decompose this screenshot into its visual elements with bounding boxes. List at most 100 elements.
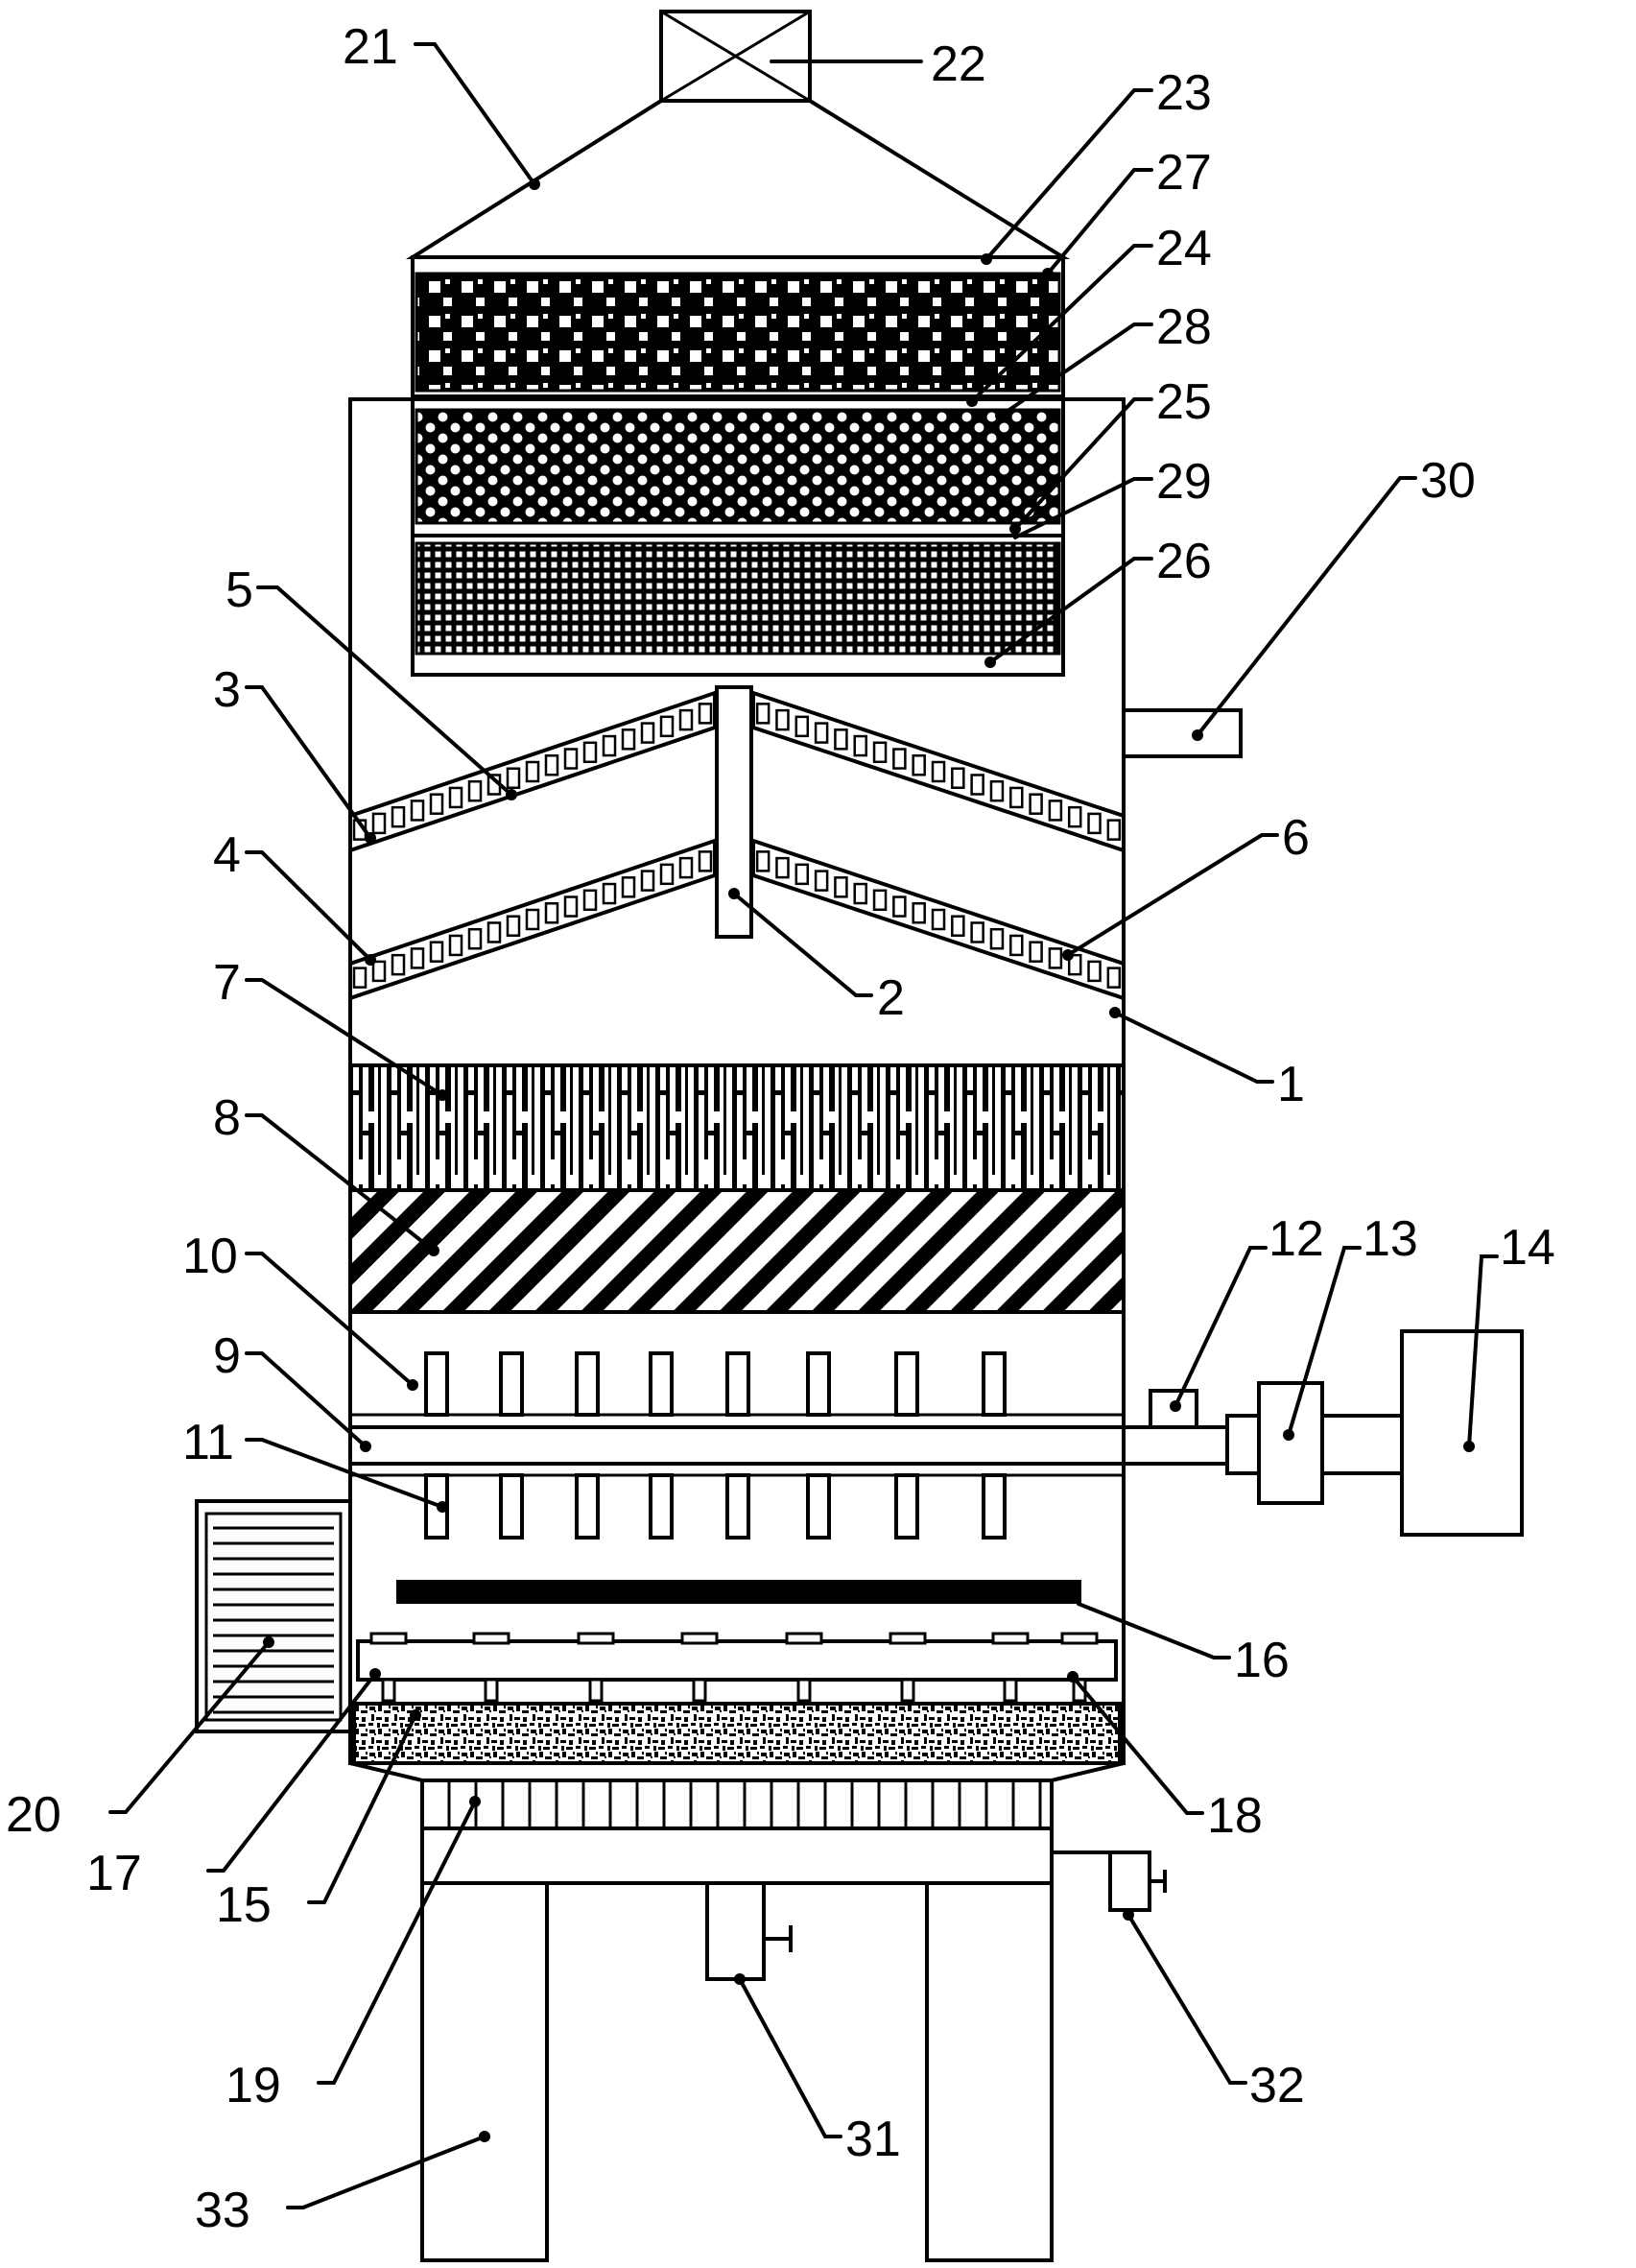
plate-hole bbox=[563, 748, 579, 770]
label-31: 31 bbox=[845, 2112, 901, 2167]
heating-plate bbox=[396, 1580, 1081, 1604]
nozzle-cap bbox=[369, 1632, 408, 1645]
stirrer-blade bbox=[499, 1351, 524, 1417]
nozzle-cap bbox=[1060, 1632, 1099, 1645]
support-beam bbox=[420, 1826, 1054, 1885]
plate-hole bbox=[814, 870, 829, 892]
shaft-extension bbox=[1225, 1414, 1261, 1475]
nozzle-stem bbox=[1003, 1678, 1018, 1703]
label-13: 13 bbox=[1363, 1211, 1418, 1267]
plate-hole bbox=[525, 908, 540, 931]
label-2: 2 bbox=[877, 970, 905, 1026]
nozzle-stem bbox=[484, 1678, 499, 1703]
rotating-shaft bbox=[348, 1425, 1229, 1466]
plate-hole bbox=[602, 882, 617, 905]
plate-hole bbox=[775, 856, 790, 879]
label-10: 10 bbox=[182, 1229, 238, 1284]
nozzle-stem bbox=[900, 1678, 915, 1703]
plate-hole bbox=[698, 703, 713, 725]
plate-hole bbox=[872, 741, 888, 764]
support-leg-right bbox=[925, 1881, 1054, 2262]
plate-hole bbox=[1009, 786, 1024, 809]
stirrer-blade bbox=[424, 1351, 449, 1417]
plate-hole bbox=[621, 728, 636, 751]
plate-hole bbox=[951, 915, 965, 937]
support-leg-left bbox=[420, 1881, 549, 2262]
plate-hole bbox=[892, 748, 907, 770]
plate-hole bbox=[640, 870, 655, 892]
motor-box bbox=[1400, 1329, 1524, 1537]
plate-hole bbox=[582, 889, 598, 912]
plate-hole bbox=[371, 960, 387, 983]
leader-dots bbox=[263, 179, 1475, 2142]
plate-hole bbox=[892, 895, 907, 918]
nozzle-cap bbox=[785, 1632, 823, 1645]
plate-hole bbox=[775, 708, 790, 731]
plate-hole bbox=[698, 850, 713, 872]
stirrer-blade bbox=[725, 1351, 750, 1417]
plate-hole bbox=[582, 741, 598, 764]
plate-hole bbox=[794, 715, 810, 738]
bearing-block bbox=[1149, 1389, 1198, 1429]
plate-hole bbox=[814, 722, 829, 744]
plate-hole bbox=[410, 947, 425, 969]
spray-pipe bbox=[715, 685, 753, 939]
label-11: 11 bbox=[182, 1415, 234, 1470]
plate-hole bbox=[970, 921, 984, 943]
plate-hole bbox=[1106, 967, 1122, 989]
coupling-link bbox=[1320, 1414, 1404, 1475]
plate-hole bbox=[931, 908, 946, 931]
plate-hole bbox=[371, 812, 387, 835]
nozzle-bar bbox=[356, 1639, 1118, 1682]
nozzle-stem bbox=[588, 1678, 604, 1703]
plate-hole bbox=[912, 754, 926, 776]
plate-hole bbox=[1067, 805, 1082, 828]
conical-hood bbox=[406, 99, 1071, 259]
plate-hole bbox=[931, 760, 946, 783]
label-29: 29 bbox=[1156, 454, 1212, 510]
plate-hole bbox=[506, 767, 521, 789]
label-14: 14 bbox=[1500, 1220, 1555, 1276]
nozzle-cap bbox=[889, 1632, 927, 1645]
plate-hole bbox=[563, 895, 579, 918]
nozzle-cap bbox=[680, 1632, 719, 1645]
plate-hole bbox=[1106, 819, 1122, 841]
plate-hole bbox=[429, 941, 444, 963]
plate-hole bbox=[467, 927, 483, 950]
label-12: 12 bbox=[1268, 1211, 1324, 1267]
drain-valve-31 bbox=[705, 1883, 793, 1981]
label-27: 27 bbox=[1156, 145, 1212, 201]
stirrer-blade bbox=[725, 1473, 750, 1540]
plate-hole bbox=[1009, 934, 1024, 957]
nozzles bbox=[369, 1632, 1099, 1703]
outlet-pipe bbox=[1122, 708, 1243, 758]
stirrer-blade bbox=[499, 1473, 524, 1540]
stirrer-blade bbox=[894, 1473, 919, 1540]
plate-hole bbox=[872, 889, 888, 912]
label-9: 9 bbox=[213, 1328, 241, 1384]
filter-layer-grid bbox=[415, 541, 1061, 656]
hatched-packing-layer bbox=[348, 1188, 1126, 1314]
nozzle-stem bbox=[692, 1678, 707, 1703]
plate-hole bbox=[989, 779, 1005, 802]
label-1: 1 bbox=[1277, 1057, 1305, 1112]
label-25: 25 bbox=[1156, 374, 1212, 430]
side-heater-box bbox=[195, 1499, 352, 1733]
plate-hole bbox=[506, 915, 521, 937]
plate-hole bbox=[1087, 812, 1102, 835]
label-5: 5 bbox=[225, 562, 253, 618]
plate-hole bbox=[1029, 793, 1043, 815]
label-16: 16 bbox=[1234, 1633, 1290, 1688]
plate-hole bbox=[1087, 960, 1102, 983]
label-19: 19 bbox=[225, 2058, 281, 2113]
stirrer-blade bbox=[649, 1351, 674, 1417]
plate-hole bbox=[391, 805, 406, 828]
plate-hole bbox=[352, 967, 368, 989]
filter-layer-circles bbox=[415, 408, 1061, 525]
exhaust-fan bbox=[659, 10, 812, 103]
plate-hole bbox=[486, 921, 502, 943]
plate-hole bbox=[678, 856, 694, 879]
label-28: 28 bbox=[1156, 299, 1212, 355]
label-22: 22 bbox=[931, 36, 986, 92]
plate-hole bbox=[912, 902, 926, 924]
